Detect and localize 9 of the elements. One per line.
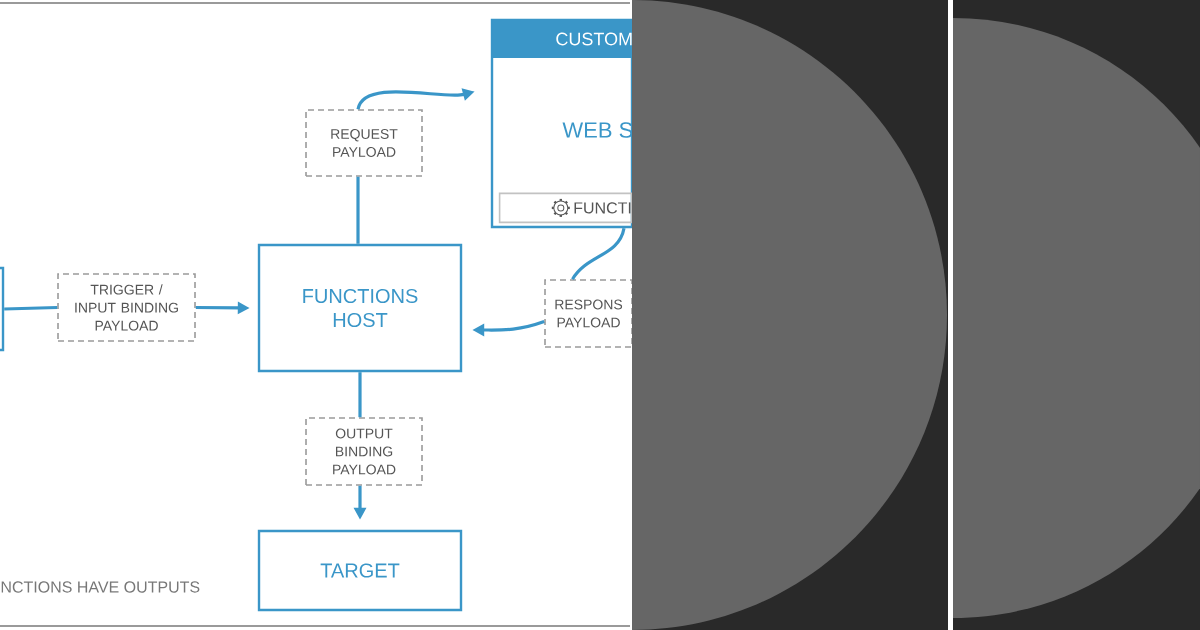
process-box: TARGET bbox=[257, 529, 463, 612]
process-box: FUNCTIONS HOST bbox=[257, 243, 463, 373]
payload-box: RESPONS PAYLOAD bbox=[544, 279, 633, 348]
process-box bbox=[0, 266, 5, 352]
footnote-text: NCTIONS HAVE OUTPUTS bbox=[1, 581, 200, 593]
payload-box: REQUEST PAYLOAD bbox=[305, 109, 423, 177]
payload-box: OUTPUT BINDING PAYLOAD bbox=[305, 417, 423, 486]
function-bar: FUNCTI bbox=[498, 192, 633, 224]
payload-box: TRIGGER / INPUT BINDING PAYLOAD bbox=[57, 273, 196, 342]
